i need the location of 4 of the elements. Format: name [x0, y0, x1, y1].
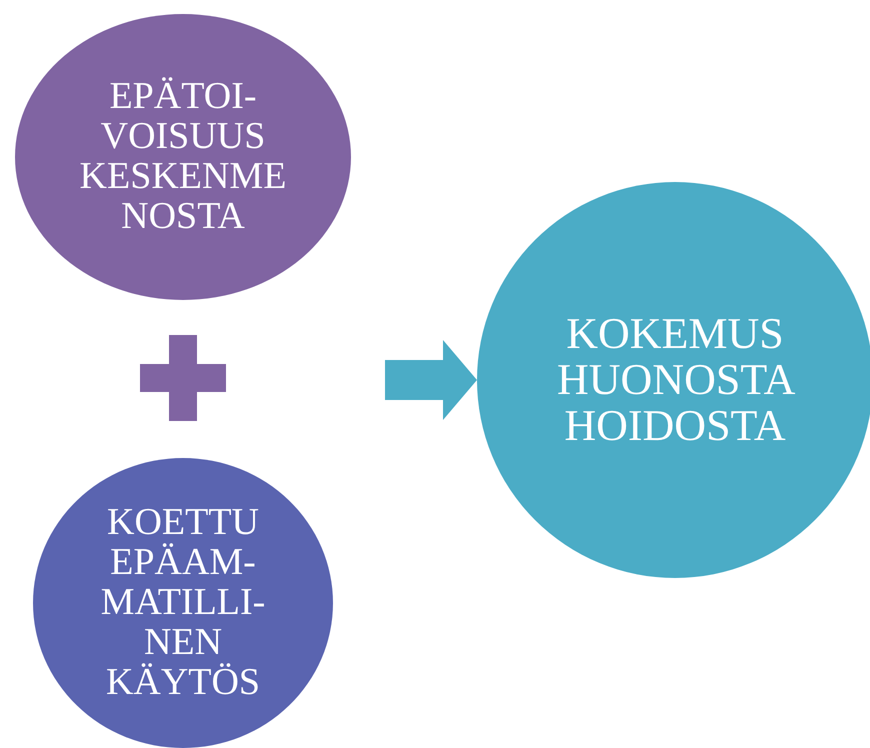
block-arrow — [385, 340, 477, 420]
node-text: KOETTU EPÄAM- MATILLI- NEN KÄYTÖS — [100, 503, 266, 703]
node-text: KOKEMUS HUONOSTA HOIDOSTA — [556, 310, 794, 450]
node-text: EPÄTOI- VOISUUS KESKENME NOSTA — [80, 77, 286, 237]
